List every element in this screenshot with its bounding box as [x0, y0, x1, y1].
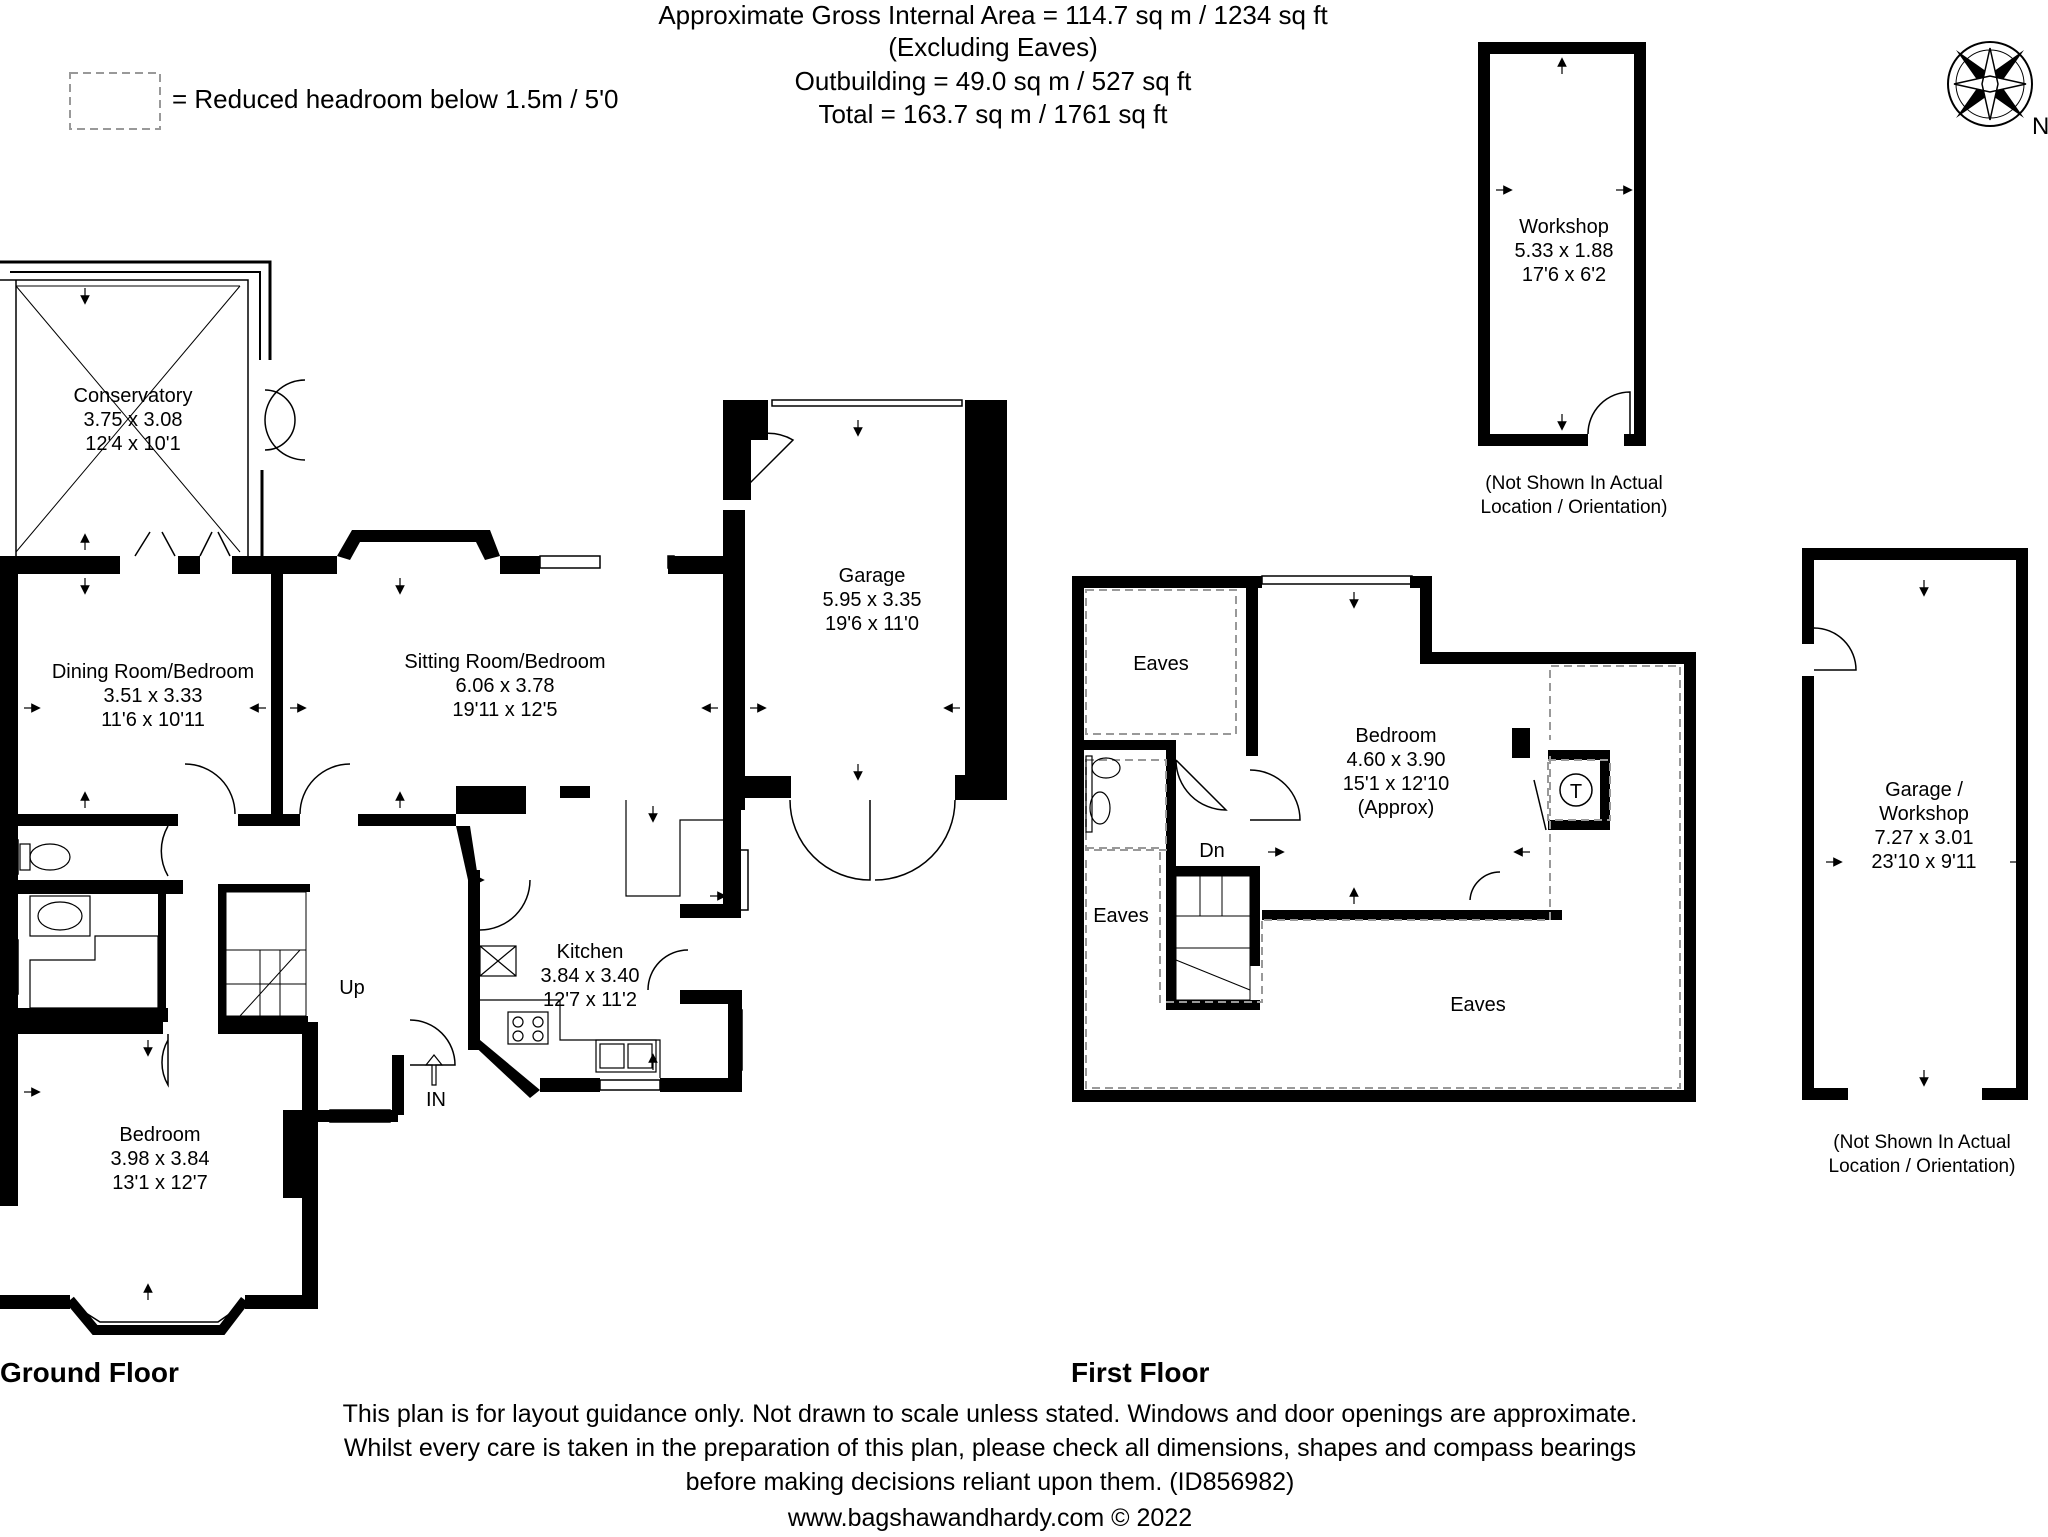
bedroom-imperial: 13'1 x 12'7: [112, 1172, 208, 1194]
conservatory-metric: 3.75 x 3.08: [84, 409, 183, 431]
entrance-arrow-icon: [424, 1054, 444, 1086]
water-tank-icon: [1559, 773, 1593, 807]
sitting-metric: 6.06 x 3.78: [456, 675, 555, 697]
area-header: Approximate Gross Internal Area = 114.7 …: [658, 0, 1328, 129]
first-bedroom-label: Bedroom 4.60 x 3.90 15'1 x 12'10 (Approx…: [1343, 725, 1450, 819]
kitchen-name: Kitchen: [557, 941, 624, 963]
eaves-outlines: [1085, 589, 1681, 1089]
legend-text: = Reduced headroom below 1.5m / 5'0: [172, 84, 619, 114]
garage-workshop-metric: 7.27 x 3.01: [1875, 827, 1974, 849]
compass-rose: N: [1947, 41, 2048, 140]
conservatory-imperial: 12'4 x 10'1: [85, 433, 181, 455]
bedroom-bay-window: [66, 1296, 249, 1335]
disclaimer-line-3: before making decisions reliant upon the…: [686, 1468, 1295, 1496]
headroom-legend: = Reduced headroom below 1.5m / 5'0: [69, 72, 619, 130]
first-bedroom-name: Bedroom: [1355, 725, 1436, 747]
ground-doors: [134, 432, 956, 1088]
stairs-down-label: Dn: [1199, 840, 1225, 862]
workshop-metric: 5.33 x 1.88: [1515, 240, 1614, 262]
kitchen-metric: 3.84 x 3.40: [541, 965, 640, 987]
first-floor-walls: [1072, 576, 1696, 1102]
dining-metric: 3.51 x 3.33: [104, 685, 203, 707]
ground-dimension-arrows: [24, 288, 960, 1300]
garage-workshop-note-line1: (Not Shown In Actual: [1833, 1132, 2010, 1153]
first-floor-window: [1261, 575, 1413, 585]
tank-label: T: [1570, 781, 1582, 803]
kitchen-label: Kitchen 3.84 x 3.40 12'7 x 11'2: [541, 941, 640, 1011]
disclaimer-line-1: This plan is for layout guidance only. N…: [343, 1400, 1638, 1428]
bedroom-label: Bedroom 3.98 x 3.84 13'1 x 12'7: [111, 1124, 210, 1194]
kitchen-imperial: 12'7 x 11'2: [543, 989, 637, 1011]
total-area-text: Total = 163.7 sq m / 1761 sq ft: [818, 99, 1168, 129]
ground-floor-title: Ground Floor: [0, 1357, 179, 1388]
website-copyright: www.bagshawandhardy.com © 2022: [787, 1504, 1192, 1532]
garage-imperial: 19'6 x 11'0: [825, 613, 919, 635]
garage-workshop-note-line2: Location / Orientation): [1829, 1156, 2016, 1177]
eaves-label-left: Eaves: [1093, 905, 1149, 927]
disclaimer-line-2: Whilst every care is taken in the prepar…: [344, 1434, 1636, 1462]
workshop-note-line2: Location / Orientation): [1481, 497, 1668, 518]
workshop-plan: Workshop 5.33 x 1.88 17'6 x 6'2 (Not Sho…: [1478, 42, 1667, 518]
outbuilding-area-text: Outbuilding = 49.0 sq m / 527 sq ft: [795, 66, 1193, 96]
sitting-name: Sitting Room/Bedroom: [404, 651, 605, 673]
reduced-headroom-swatch: [69, 72, 161, 130]
ground-floor-plan: Conservatory 3.75 x 3.08 12'4 x 10'1 Din…: [0, 260, 1007, 1335]
first-floor-title: First Floor: [1071, 1357, 1210, 1388]
workshop-imperial: 17'6 x 6'2: [1522, 264, 1606, 286]
first-floor-plan: T Bedroom 4.60 x 3.90 15'1 x 12'10 (Appr…: [1072, 575, 1696, 1102]
conservatory-room: [0, 260, 306, 556]
bedroom-metric: 3.98 x 3.84: [111, 1148, 210, 1170]
first-bedroom-imperial: 15'1 x 12'10: [1343, 773, 1450, 795]
bedroom-name: Bedroom: [119, 1124, 200, 1146]
kitchen-fittings: [479, 800, 740, 1078]
workshop-note-line1: (Not Shown In Actual: [1485, 473, 1662, 494]
first-floor-wc: [1085, 755, 1121, 833]
garage-workshop-name-1: Garage /: [1885, 779, 1963, 801]
ground-floor-walls: [0, 400, 1007, 1309]
disclaimer-footer: This plan is for layout guidance only. N…: [343, 1400, 1638, 1532]
eaves-label-top: Eaves: [1133, 653, 1189, 675]
eaves-label-bottom: Eaves: [1450, 994, 1506, 1016]
bathroom-fittings: [19, 843, 159, 1009]
first-floor-doors: [1175, 759, 1547, 901]
ground-windows: [0, 399, 963, 1271]
first-floor-dimension-arrows: [1268, 592, 1530, 904]
sitting-imperial: 19'11 x 12'5: [452, 699, 557, 721]
workshop-name: Workshop: [1519, 216, 1609, 238]
first-bedroom-metric: 4.60 x 3.90: [1347, 749, 1446, 771]
garage-label: Garage 5.95 x 3.35 19'6 x 11'0: [823, 565, 922, 635]
dining-name: Dining Room/Bedroom: [52, 661, 254, 683]
garage-name: Garage: [839, 565, 906, 587]
gross-area-text: Approximate Gross Internal Area = 114.7 …: [658, 0, 1328, 30]
first-floor-stairs: [1175, 875, 1251, 1001]
first-bedroom-note: (Approx): [1358, 797, 1435, 819]
conservatory-name: Conservatory: [74, 385, 193, 407]
conservatory-label: Conservatory 3.75 x 3.08 12'4 x 10'1: [74, 385, 193, 455]
stairs-up-label: Up: [339, 977, 365, 999]
ground-stairs: [225, 891, 307, 1017]
dining-label: Dining Room/Bedroom 3.51 x 3.33 11'6 x 1…: [52, 661, 254, 731]
garage-metric: 5.95 x 3.35: [823, 589, 922, 611]
north-label: N: [2032, 113, 2048, 140]
sitting-label: Sitting Room/Bedroom 6.06 x 3.78 19'11 x…: [404, 651, 605, 721]
garage-workshop-name-2: Workshop: [1879, 803, 1969, 825]
garage-workshop-plan: Garage / Workshop 7.27 x 3.01 23'10 x 9'…: [1802, 548, 2028, 1177]
garage-workshop-imperial: 23'10 x 9'11: [1871, 851, 1976, 873]
excluding-eaves-text: (Excluding Eaves): [888, 32, 1098, 62]
entrance-label: IN: [426, 1089, 446, 1111]
dining-imperial: 11'6 x 10'11: [101, 709, 205, 731]
